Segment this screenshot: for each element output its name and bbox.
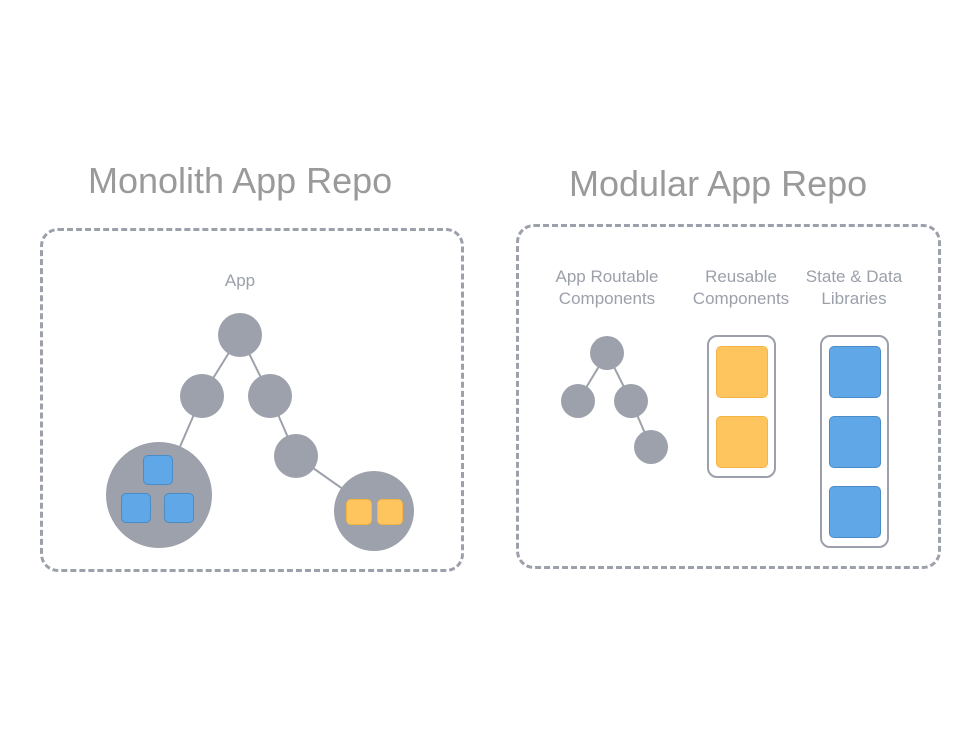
state-column — [820, 335, 889, 548]
column-label-routable: App Routable Components — [555, 267, 659, 308]
monolith-title: Monolith App Repo — [88, 160, 393, 201]
module-node-reusable — [334, 471, 414, 551]
reusable-block — [716, 346, 768, 398]
tree-node — [248, 374, 292, 418]
state-block — [829, 346, 881, 398]
tree-node — [274, 434, 318, 478]
reusable-block — [716, 416, 768, 468]
column-label-state: State & Data Libraries — [805, 267, 903, 308]
state-block — [121, 493, 151, 523]
tree-node — [561, 384, 595, 418]
monolith-panel — [40, 228, 464, 572]
tree-node — [614, 384, 648, 418]
state-block — [829, 416, 881, 468]
state-block — [164, 493, 194, 523]
tree-node — [590, 336, 624, 370]
reusable-block — [346, 499, 372, 525]
tree-node-root — [218, 313, 262, 357]
reusable-column — [707, 335, 776, 478]
tree-node — [180, 374, 224, 418]
app-root-label: App — [224, 271, 256, 290]
modular-panel — [516, 224, 941, 569]
state-block — [829, 486, 881, 538]
tree-node — [634, 430, 668, 464]
state-block — [143, 455, 173, 485]
modular-title: Modular App Repo — [569, 163, 868, 204]
reusable-block — [377, 499, 403, 525]
column-label-reusable: Reusable Components — [692, 267, 790, 308]
